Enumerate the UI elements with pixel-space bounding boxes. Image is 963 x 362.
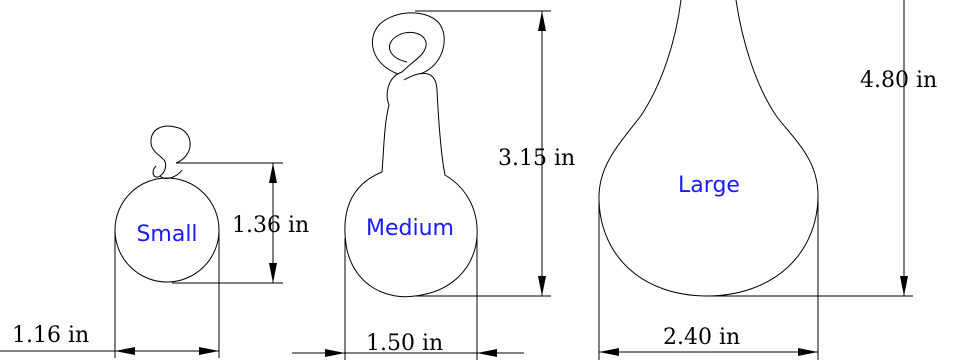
medium-weight: Medium 3.15 in 1.50 in (292, 10, 575, 360)
large-width-dimension: 2.40 in (598, 195, 819, 360)
large-weight: Large 4.80 in 2.40 in (598, 0, 937, 360)
small-height-label: 1.36 in (232, 213, 309, 238)
small-width-label: 1.16 in (12, 323, 89, 348)
medium-height-dimension: 3.15 in (415, 10, 575, 297)
large-width-label: 2.40 in (663, 325, 740, 350)
large-height-dimension: 4.80 in (707, 0, 937, 297)
large-label: Large (678, 173, 740, 198)
small-width-dimension: 1.16 in (0, 230, 220, 358)
medium-height-label: 3.15 in (498, 146, 575, 171)
medium-eye-inner (388, 31, 427, 73)
medium-width-label: 1.50 in (366, 331, 443, 356)
medium-width-dimension: 1.50 in (292, 238, 524, 360)
small-weight: Small 1.36 in 1.16 in (0, 125, 309, 358)
small-label: Small (136, 222, 197, 247)
small-hook (150, 125, 191, 178)
large-height-label: 4.80 in (860, 68, 937, 93)
medium-label: Medium (366, 216, 454, 241)
medium-eye (371, 12, 445, 75)
medium-body (344, 71, 478, 298)
small-neck (159, 169, 183, 179)
large-body (598, 0, 819, 297)
small-height-dimension: 1.36 in (172, 162, 309, 284)
